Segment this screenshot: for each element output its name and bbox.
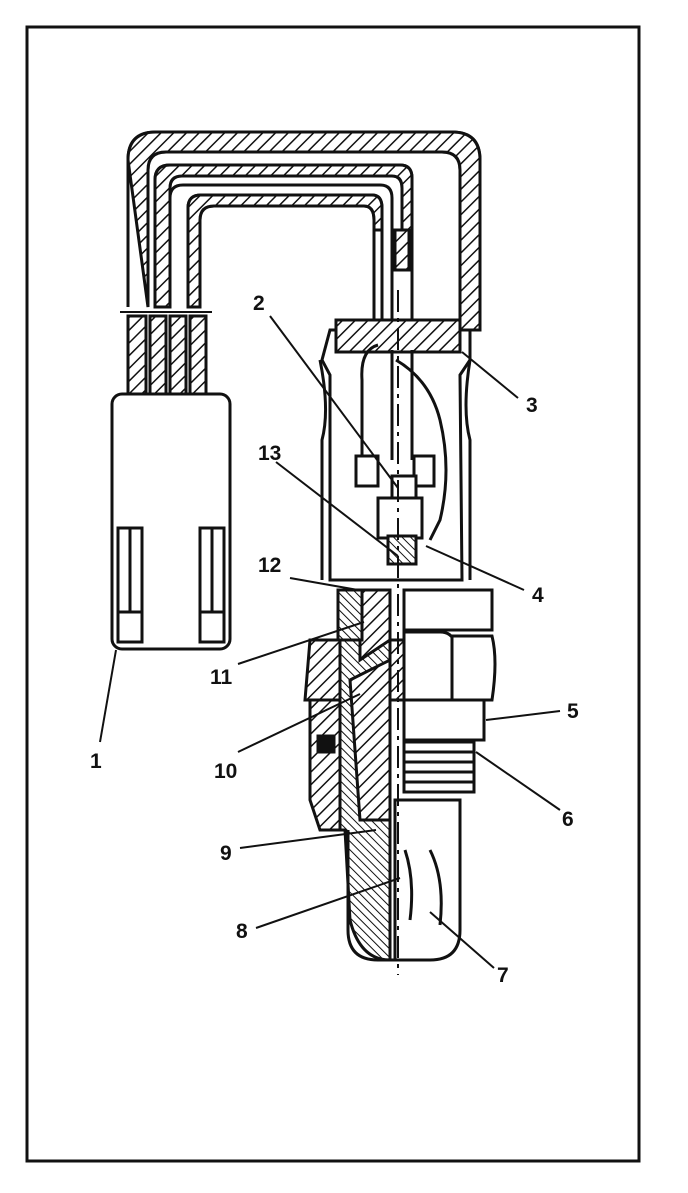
callout-10: 10	[214, 760, 237, 783]
protective-tube	[346, 798, 462, 962]
callout-6: 6	[562, 808, 574, 831]
callout-4: 4	[532, 584, 544, 607]
callout-3: 3	[526, 394, 538, 417]
sensor-shield-body	[318, 318, 472, 582]
callout-9: 9	[220, 842, 232, 865]
connector-plug	[110, 392, 232, 651]
callout-13: 13	[258, 442, 281, 465]
callout-1: 1	[90, 750, 102, 773]
callout-8: 8	[236, 920, 248, 943]
callout-12: 12	[258, 554, 281, 577]
diagram-border	[25, 25, 641, 1163]
wire-harness	[126, 130, 482, 470]
callout-2: 2	[253, 292, 265, 315]
callout-11: 11	[210, 666, 233, 689]
callout-5: 5	[567, 700, 579, 723]
leader-lines	[99, 315, 561, 969]
sensor-element-cutaway	[336, 588, 392, 962]
sensor-hex-and-threads	[303, 588, 497, 832]
callout-7: 7	[497, 964, 509, 987]
harness-break	[126, 314, 208, 398]
callout-labels: 1 2 3 4 5 6 7 8 9 10 11 12 13	[90, 292, 579, 987]
